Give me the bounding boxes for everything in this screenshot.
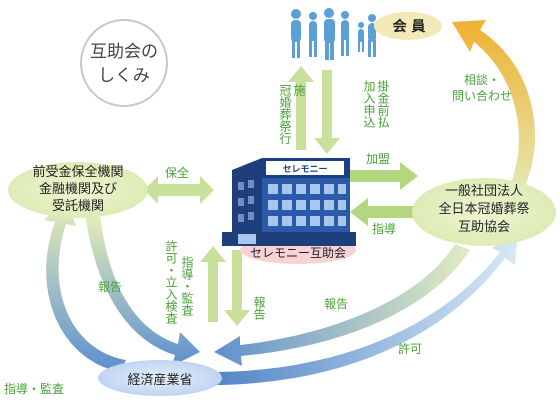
service-label-col2: 冠婚葬祭行 <box>278 84 292 144</box>
permit-label: 許可 <box>398 342 423 356</box>
instruct-label-col2: 許可・立入検査 <box>164 240 178 324</box>
member-bubble <box>374 12 442 40</box>
member-label: 会 員 <box>392 19 426 35</box>
financial-bubble <box>8 162 148 218</box>
protect-arrow <box>144 176 214 204</box>
consult-label-line1: 相談・ <box>464 73 501 87</box>
report-center-label: 報告 <box>252 296 266 320</box>
consult-label-line2: 問い合わせ <box>452 89 513 103</box>
association-label-line1: 一般社団法人 <box>444 184 523 199</box>
payment-arrow <box>314 70 340 154</box>
meti-report-arrow <box>224 250 250 326</box>
service-label-col1: 施 <box>292 84 306 96</box>
title-badge-line2: しくみ <box>98 66 150 86</box>
building-icon <box>222 158 356 246</box>
association-bubble <box>412 178 556 246</box>
instruct-label-col1: 指導・監査 <box>180 256 194 316</box>
title-badge-circle <box>80 19 168 107</box>
report-right-label: 報告 <box>324 297 349 311</box>
financial-label-line1: 前受金保全機関 <box>32 165 124 180</box>
report-left-label: 報告 <box>98 280 123 294</box>
ceremony-sign: セレモニー <box>282 165 328 175</box>
meti-bubble <box>98 360 222 396</box>
join-arrow <box>350 162 418 190</box>
title-badge-line1: 互助会の <box>90 42 158 62</box>
association-label: 一般社団法人 全日本冠婚葬祭 互助協会 <box>416 183 552 237</box>
consult-label: 相談・ 問い合わせ <box>452 72 512 104</box>
ceremony-label: セレモニー互助会 <box>249 246 346 260</box>
guide-audit-label: 指導・監査 <box>4 382 65 396</box>
service-arrow <box>288 66 314 150</box>
association-label-line2: 全日本冠婚葬祭 <box>438 202 530 217</box>
meti-to-association-arrow <box>210 232 518 385</box>
meti-instruct-arrow <box>200 246 226 322</box>
consult-arrow <box>452 20 535 200</box>
association-to-meti-arrow <box>214 244 470 366</box>
association-label-line3: 互助協会 <box>457 220 510 235</box>
guide-arrow <box>350 198 418 226</box>
financial-label-line2: 金融機関及び <box>38 182 117 197</box>
financial-label: 前受金保全機関 金融機関及び 受託機関 <box>8 164 148 215</box>
join-label: 加盟 <box>366 152 391 166</box>
title-badge: 互助会の しくみ <box>84 40 164 88</box>
protect-label: 保全 <box>165 166 190 180</box>
financial-label-line3: 受託機関 <box>51 199 104 214</box>
guide-label: 指導 <box>372 222 397 236</box>
payment-label-col1: 掛金前払 <box>376 80 390 128</box>
meti-label: 経済産業省 <box>127 373 193 388</box>
meti-to-financial-arrow <box>44 200 126 372</box>
financial-to-meti-arrow <box>85 214 200 366</box>
family-silhouette-icon <box>291 8 376 60</box>
payment-label-col2: 加入申込 <box>362 80 376 128</box>
